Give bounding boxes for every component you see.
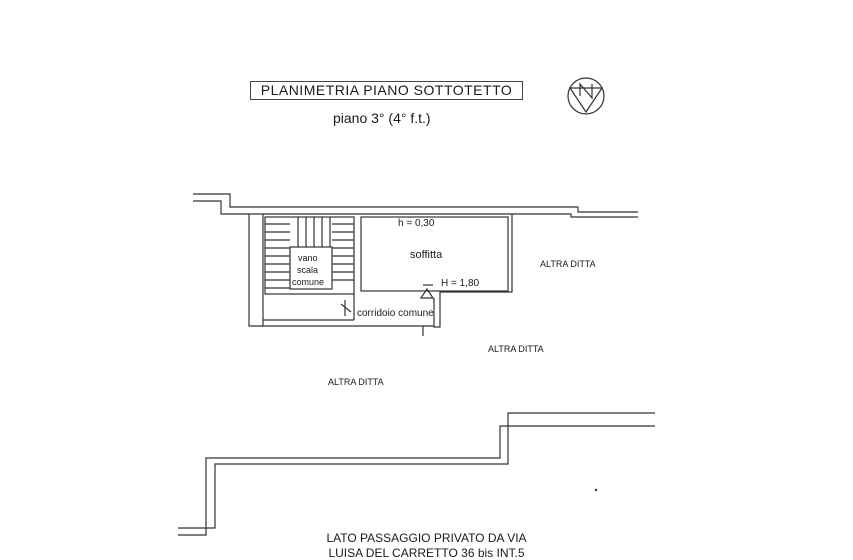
footer-line-2: LUISA DEL CARRETTO 36 bis INT.5 [328, 546, 525, 560]
corridor-label: corridoio comune [357, 308, 434, 319]
north-arrow-icon [567, 77, 605, 115]
attic-max-height: H = 1,80 [441, 278, 480, 289]
stairwell [248, 214, 355, 327]
footer-line-1: LATO PASSAGGIO PRIVATO DA VIA [326, 531, 527, 545]
stair-label-2: scala [297, 265, 319, 275]
neighbor-right: ALTRA DITTA [540, 259, 596, 269]
top-wall [193, 193, 638, 218]
neighbor-left: ALTRA DITTA [328, 377, 384, 387]
attic-min-height: h = 0,30 [398, 218, 435, 229]
stair-label-3: comune [292, 277, 325, 287]
neighbor-middle: ALTRA DITTA [488, 344, 544, 354]
attic-name: soffitta [410, 249, 443, 261]
plan-title: PLANIMETRIA PIANO SOTTOTETTO [250, 81, 523, 100]
bottom-wall [178, 412, 655, 536]
floor-subtitle: piano 3° (4° f.t.) [333, 110, 431, 126]
attic-room [263, 214, 513, 336]
stair-label-1: vano [298, 253, 318, 263]
